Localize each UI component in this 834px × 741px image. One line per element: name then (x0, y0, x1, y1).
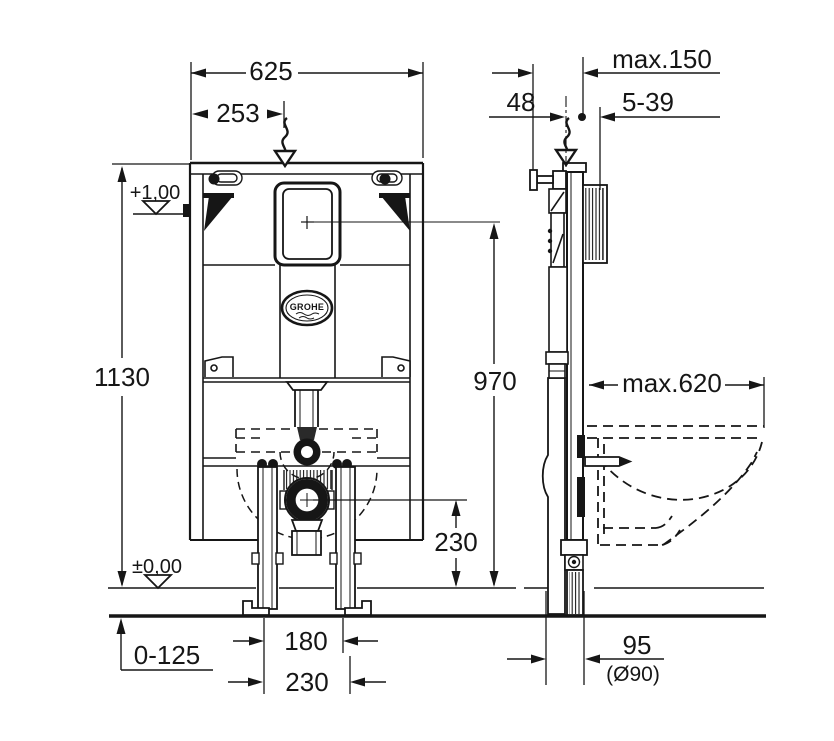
grohe-logo: GROHE (280, 289, 334, 327)
support-rails (251, 466, 362, 610)
dim-frame-height: 1130 (94, 166, 150, 587)
waste-outlet (279, 470, 335, 556)
dim-frame-width: 625 (191, 56, 423, 86)
svg-text:1130: 1130 (94, 362, 150, 392)
svg-text:230: 230 (285, 667, 328, 697)
svg-text:95: 95 (623, 630, 652, 660)
level-marker-upper: +1,00 (130, 182, 184, 216)
flush-pipe (285, 381, 329, 466)
level-marker-floor: ±0,00 (132, 556, 182, 590)
svg-text:180: 180 (284, 626, 327, 656)
svg-text:230: 230 (434, 527, 477, 557)
svg-text:625: 625 (249, 56, 292, 86)
svg-text:(Ø90): (Ø90) (606, 663, 660, 686)
grohe-logo-text: GROHE (290, 302, 325, 312)
dim-fixing-inner: 180 (233, 626, 378, 656)
svg-text:max.150: max.150 (612, 44, 712, 74)
front-view: GROHE (183, 117, 500, 616)
dim-supply-offset: 253 (192, 98, 283, 128)
bottom-cross-member (203, 457, 410, 467)
front-face-rail-lower (577, 477, 585, 517)
svg-text:+1,00: +1,00 (130, 182, 181, 204)
svg-text:970: 970 (473, 366, 516, 396)
svg-text:0-125: 0-125 (134, 640, 201, 670)
extension-lines (112, 57, 765, 694)
dim-panel-thickness: 5-39 (600, 87, 720, 122)
wall-anchor (529, 169, 567, 191)
svg-text:253: 253 (216, 98, 259, 128)
mounting-band-dashed (235, 428, 378, 453)
water-supply-icon (272, 117, 298, 169)
dim-max-wall-distance: max.150 (492, 44, 720, 78)
dim-floor-buildup: 0-125 (116, 618, 213, 671)
dim-fixing-outer: 230 (228, 667, 386, 697)
top-fixing-slots (208, 170, 403, 186)
annotations: 625 253 1130 +1,00 ±0,00 (94, 44, 765, 697)
flush-sleeve-boss (582, 184, 608, 264)
svg-text:max.620: max.620 (622, 368, 722, 398)
dim-outlet-offset: 95 (Ø90) (507, 630, 664, 686)
dim-plate-height: 970 (473, 223, 517, 587)
svg-text:5-39: 5-39 (622, 87, 674, 117)
frame-feet (242, 600, 372, 616)
front-face-rail-upper (577, 435, 585, 458)
waste-pipe-side (541, 377, 566, 615)
flush-plate (273, 181, 500, 267)
cistern-internals-side (545, 188, 569, 379)
floor-lines (108, 587, 766, 618)
bowl-fixing-stud (584, 456, 633, 467)
dim-bowl-projection: max.620 (589, 368, 764, 398)
svg-text:48: 48 (507, 87, 536, 117)
lower-brackets (204, 356, 411, 377)
dim-outlet-height: 230 (313, 499, 478, 587)
side-foot-leg (560, 539, 588, 616)
svg-text:±0,00: ±0,00 (132, 556, 182, 578)
side-view (529, 117, 764, 616)
toilet-bowl-outline (587, 425, 764, 546)
dim-front-depth: 48 (489, 87, 586, 122)
